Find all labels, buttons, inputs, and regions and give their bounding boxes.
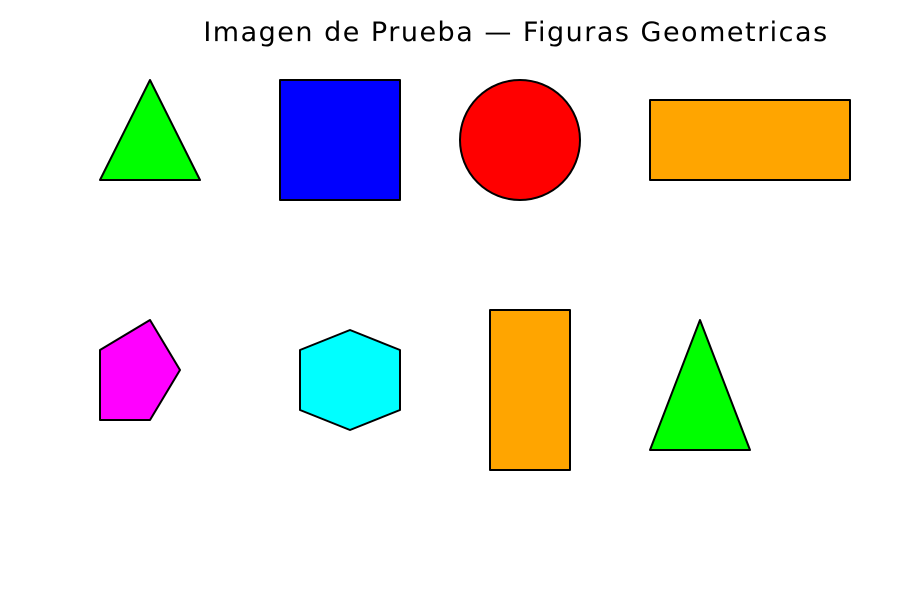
- green-triangle-tall: [649, 319, 751, 451]
- orange-rectangle-horizontal: [649, 99, 851, 181]
- page-title: Imagen de Prueba — Figuras Geometricas: [203, 17, 828, 48]
- green-triangle-small: [99, 79, 201, 181]
- red-circle: [459, 79, 581, 201]
- orange-rectangle-vertical: [489, 309, 571, 471]
- blue-square: [279, 79, 401, 201]
- magenta-pentagon: [99, 319, 181, 421]
- cyan-hexagon: [299, 329, 401, 431]
